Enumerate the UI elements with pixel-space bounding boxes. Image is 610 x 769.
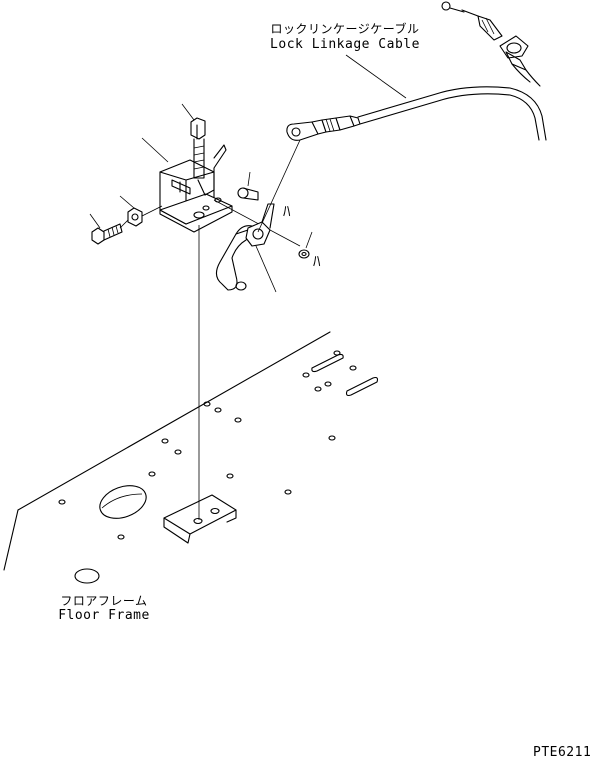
vertical-bolt (190, 117, 206, 179)
lock-linkage-cable (286, 1, 547, 141)
leader-lines (89, 54, 407, 293)
horizontal-bolt (91, 223, 123, 245)
cable-label-jp: ロックリンケージケーブル (270, 22, 420, 36)
washer (298, 249, 310, 259)
part-mark-a: ﾊ (283, 202, 292, 220)
part-mark-b: ﾊ (313, 252, 322, 270)
figure-code: PTE6211 (533, 745, 592, 760)
floor-frame-oval-hole (99, 485, 147, 519)
hex-nut (127, 207, 143, 227)
spring-clip (197, 144, 227, 196)
clevis-alignment-line (257, 139, 301, 233)
cable-label-en: Lock Linkage Cable (270, 37, 420, 52)
floor-frame (3, 331, 379, 584)
floor-frame-holes (58, 350, 357, 540)
frame-label-en: Floor Frame (58, 608, 150, 623)
floor-mount-bracket (163, 494, 237, 544)
floor-frame-slot-upper (311, 353, 344, 373)
frame-label-jp: フロアフレーム (60, 594, 148, 608)
pin-bolt (237, 187, 259, 201)
floor-frame-small-oval (74, 568, 100, 584)
pin-alignment-line (213, 199, 301, 247)
floor-frame-slot-lower (345, 376, 379, 397)
nut-alignment-line (141, 205, 163, 217)
mounting-bracket (159, 159, 233, 233)
bolt-alignment-line (119, 219, 129, 229)
